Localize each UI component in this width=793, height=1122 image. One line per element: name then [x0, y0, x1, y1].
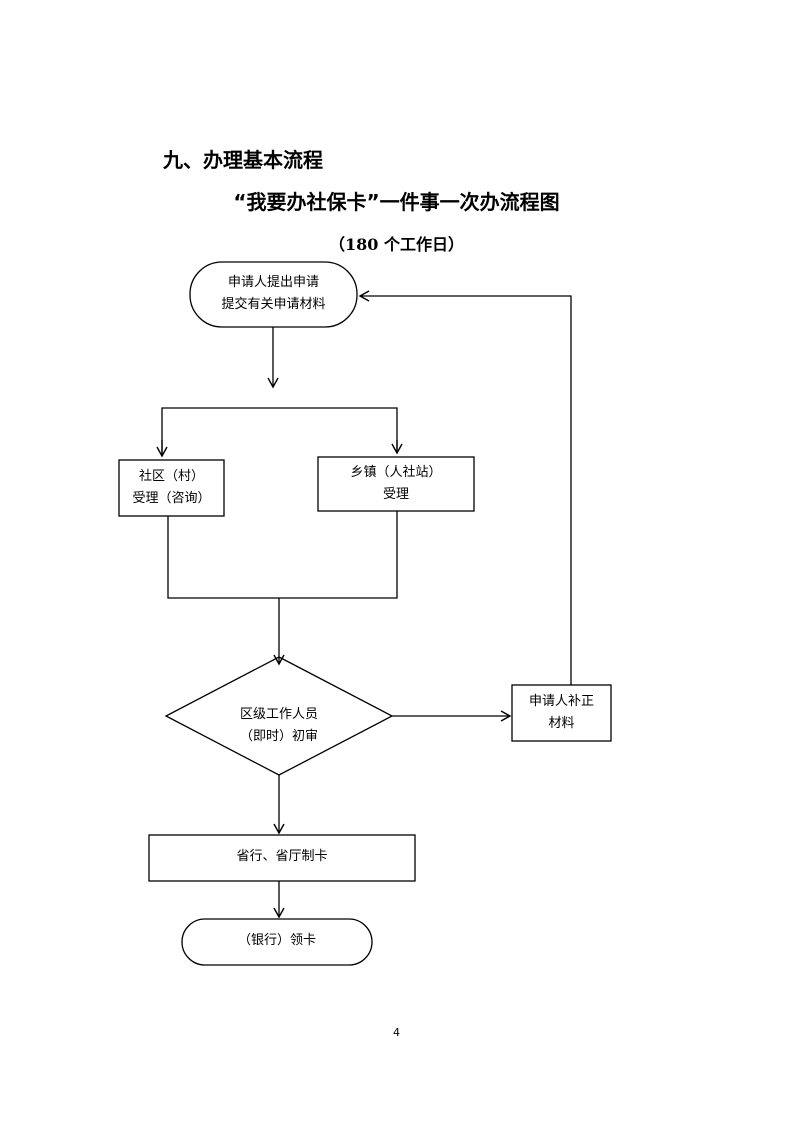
card-making-box-shape — [148, 834, 416, 882]
node-supplement-line2: 材料 — [548, 716, 575, 731]
node-review-line1: 区级工作人员 — [239, 707, 318, 722]
node-township: 乡镇（人社站） 受理 — [318, 462, 474, 506]
connector-merge — [167, 511, 398, 599]
node-supplement: 申请人补正 材料 — [512, 691, 611, 735]
node-community: 社区（村） 受理（咨询） — [119, 466, 224, 510]
node-apply-line2: 提交有关申请材料 — [221, 297, 326, 312]
section-heading: 九、办理基本流程 — [163, 148, 323, 172]
supplement-box-shape — [511, 684, 612, 742]
township-box-shape — [317, 456, 475, 512]
pickup-terminal-shape — [181, 918, 373, 966]
connector-supplement-loop — [358, 290, 572, 685]
node-apply-line1: 申请人提出申请 — [227, 275, 319, 290]
connector-split — [161, 407, 398, 455]
page-number: 4 — [393, 1026, 400, 1039]
node-township-line1: 乡镇（人社站） — [350, 465, 442, 480]
flowchart-title: “我要办社保卡”一件事一次办流程图 — [233, 190, 560, 214]
community-box-shape — [118, 459, 225, 517]
node-pickup: （银行）领卡 — [182, 930, 372, 952]
node-community-line1: 社区（村） — [138, 469, 204, 484]
flowchart-subtitle: （180 个工作日） — [329, 235, 464, 254]
node-apply: 申请人提出申请 提交有关申请材料 — [190, 272, 357, 316]
node-community-line2: 受理（咨询） — [132, 491, 211, 506]
node-card-making-line1: 省行、省厅制卡 — [236, 849, 328, 864]
node-township-line2: 受理 — [382, 487, 409, 502]
node-review: 区级工作人员 （即时）初审 — [166, 704, 392, 748]
node-pickup-line1: （银行）领卡 — [237, 933, 316, 948]
node-card-making: 省行、省厅制卡 — [149, 846, 415, 868]
node-review-line2: （即时）初审 — [239, 729, 318, 744]
node-supplement-line1: 申请人补正 — [528, 694, 594, 709]
